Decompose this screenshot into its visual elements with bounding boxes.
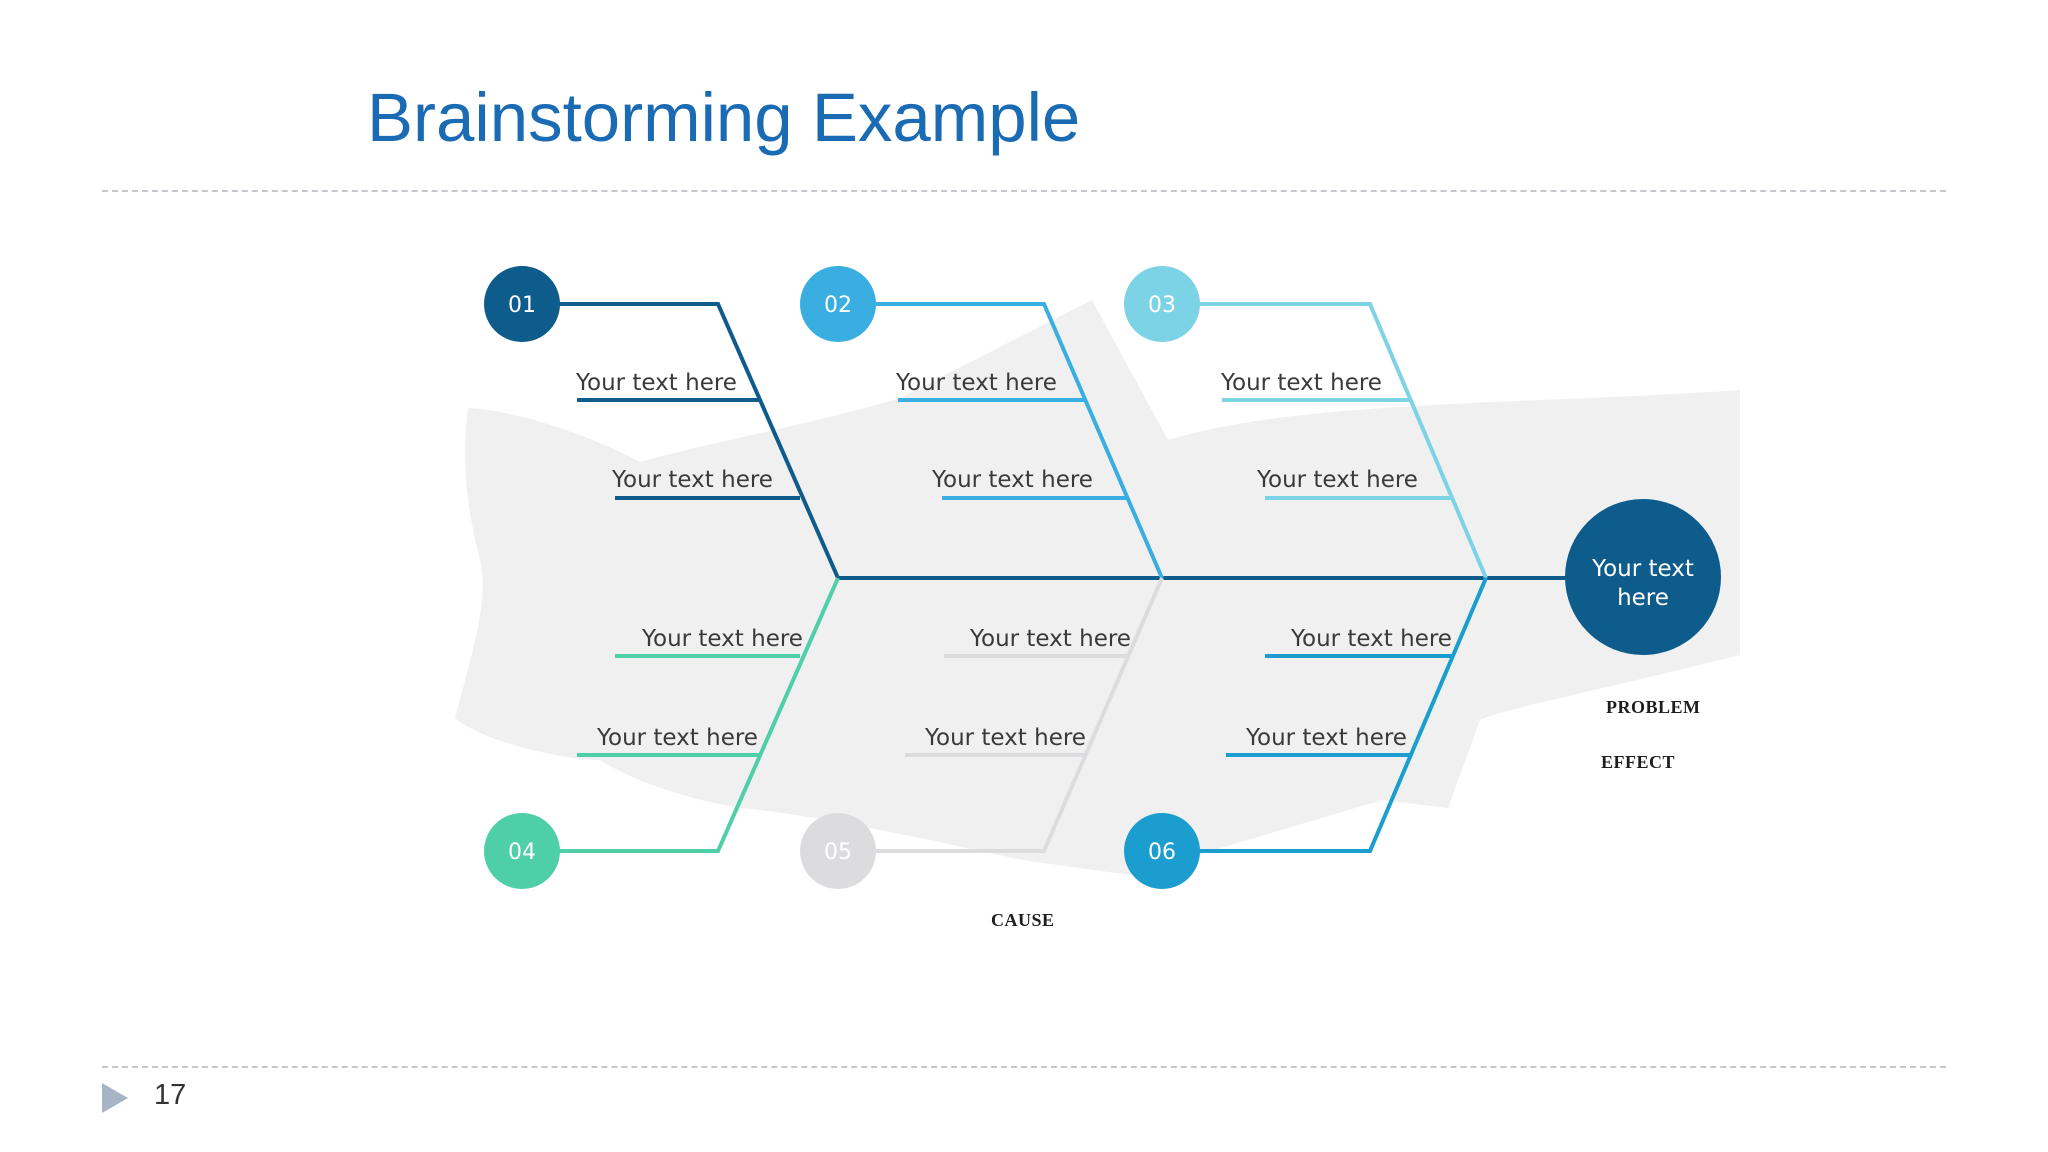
play-triangle-icon [102, 1083, 128, 1113]
cause-branch-04 [484, 577, 840, 889]
bone-label: Your text here [931, 467, 1093, 493]
bone-label: Your text here [1220, 370, 1382, 396]
page-number: 17 [154, 1079, 187, 1111]
top-divider [102, 190, 1946, 192]
cause-branch-06 [1124, 577, 1488, 889]
bone-label: Your text here [1256, 467, 1418, 493]
bone-label: Your text here [895, 370, 1057, 396]
problem-caption: PROBLEM [1606, 697, 1701, 717]
bone-label: Your text here [641, 626, 803, 652]
cause-number-06: 06 [1148, 840, 1176, 865]
problem-head-line2: here [1617, 585, 1669, 611]
problem-head-line1: Your text [1591, 556, 1694, 582]
cause-number-04: 04 [508, 840, 536, 865]
cause-number-03: 03 [1148, 293, 1176, 318]
cause-branch-05 [800, 577, 1164, 889]
cause-marker-05 [800, 813, 876, 889]
bone-label: Your text here [575, 370, 737, 396]
cause-branch-02 [800, 266, 1164, 579]
cause-marker-01 [484, 266, 560, 342]
cause-number-01: 01 [508, 293, 536, 318]
bone-label: Your text here [596, 725, 758, 751]
cause-marker-06 [1124, 813, 1200, 889]
bone-label: Your text here [611, 467, 773, 493]
cause-caption: CAUSE [991, 910, 1055, 930]
cause-number-05: 05 [824, 840, 852, 865]
effect-caption: EFFECT [1601, 752, 1675, 772]
cause-marker-02 [800, 266, 876, 342]
cause-marker-04 [484, 813, 560, 889]
cause-branch-03 [1124, 266, 1488, 579]
problem-head [1565, 499, 1721, 655]
bone-label: Your text here [924, 725, 1086, 751]
slide-title: Brainstorming Example [367, 79, 1081, 156]
bone-label: Your text here [1245, 725, 1407, 751]
cause-marker-03 [1124, 266, 1200, 342]
cause-number-02: 02 [824, 293, 852, 318]
bottom-divider [102, 1066, 1946, 1068]
bone-label: Your text here [969, 626, 1131, 652]
bone-label: Your text here [1290, 626, 1452, 652]
cause-branch-01 [484, 266, 840, 579]
